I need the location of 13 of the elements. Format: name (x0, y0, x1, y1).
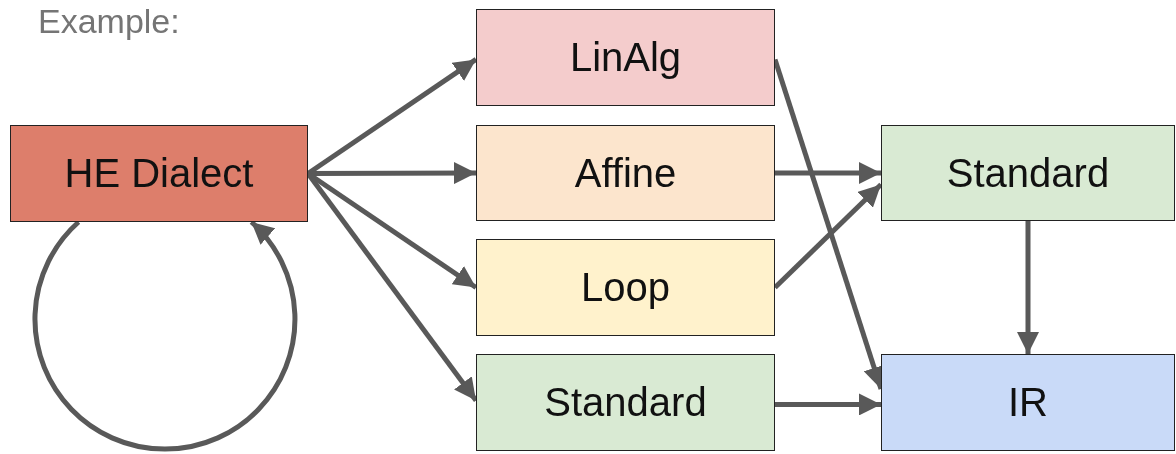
process-box: LinAlg (476, 9, 775, 106)
process-box: Affine (476, 125, 775, 221)
process-box: Standard (881, 125, 1175, 221)
process-box: IR (881, 354, 1175, 451)
arrow (773, 182, 883, 290)
diagram-title: Example: (38, 2, 180, 41)
loop-arrow (32, 220, 298, 452)
process-box: HE Dialect (10, 125, 308, 222)
process-box: Standard (476, 354, 775, 451)
arrow (775, 393, 881, 416)
arrow (1017, 221, 1039, 354)
arrow (775, 162, 881, 184)
process-box: Loop (476, 239, 775, 336)
